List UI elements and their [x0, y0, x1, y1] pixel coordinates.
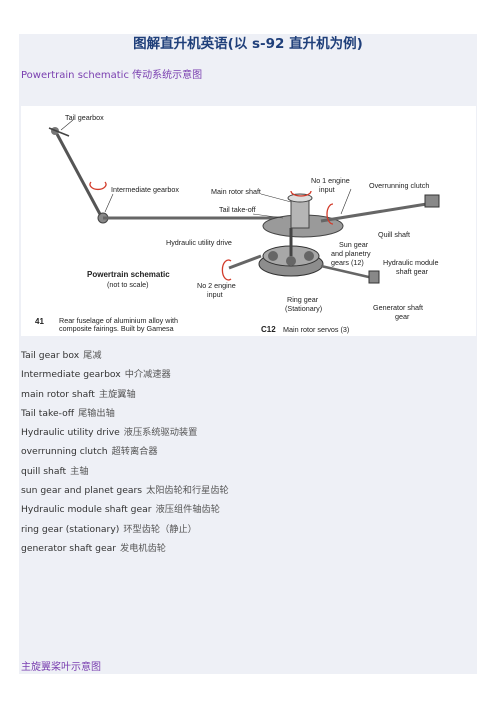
- label-sun-gear-line1: Sun gear: [339, 240, 369, 249]
- planet-gear-3: [304, 251, 314, 261]
- overrunning-clutch-block: [424, 194, 440, 208]
- generator-shaft-gear: [368, 270, 380, 284]
- label-generator-line1: Generator shaft: [373, 303, 423, 312]
- label-hydraulic-utility-drive: Hydraulic utility drive: [166, 238, 232, 247]
- glossary-row: ring gear (stationary)环型齿轮（静止）: [21, 523, 197, 535]
- label-ref-41: 41: [35, 317, 44, 326]
- label-ring-gear-line2: (Stationary): [285, 304, 323, 313]
- label-intermediate-gearbox: Intermediate gearbox: [111, 185, 179, 194]
- powertrain-diagram: Tail gearbox Intermediate gearbox Main r…: [21, 106, 476, 336]
- label-quill-shaft: Quill shaft: [378, 230, 410, 239]
- label-not-to-scale: (not to scale): [107, 280, 149, 289]
- label-rear-fuselage-line1: Rear fuselage of aluminium alloy with: [59, 316, 179, 325]
- label-no2-engine-line2: input: [207, 290, 223, 299]
- label-ring-gear-line1: Ring gear: [287, 295, 319, 304]
- leader-no1-engine: [340, 188, 352, 215]
- label-generator-line2: gear: [395, 312, 410, 321]
- section-heading-powertrain: Powertrain schematic 传动系统示意图: [21, 70, 203, 81]
- label-tail-takeoff: Tail take-off: [219, 205, 256, 214]
- label-ref-c12: C12: [261, 325, 276, 334]
- main-rotor-shaft-top: [287, 193, 313, 203]
- powertrain-drawing: [48, 119, 440, 284]
- label-tail-gearbox: Tail gearbox: [65, 113, 104, 122]
- label-sun-gear-line3: gears (12): [331, 258, 364, 267]
- rotation-arrow-2: [290, 190, 312, 197]
- leader-intermediate: [104, 193, 114, 213]
- label-overrunning-clutch: Overrunning clutch: [369, 181, 430, 190]
- no2-engine-input-shaft: [228, 254, 262, 270]
- label-hydraulic-module-line1: Hydraulic module: [383, 258, 439, 267]
- label-hydraulic-module-line2: shaft gear: [396, 267, 428, 276]
- tail-drive-shaft: [55, 133, 103, 217]
- no1-engine-input-shaft: [320, 200, 440, 223]
- planet-gear-1: [268, 251, 278, 261]
- rotation-arrow-1: [89, 181, 107, 191]
- label-main-rotor-shaft: Main rotor shaft: [211, 187, 261, 196]
- label-powertrain-schematic: Powertrain schematic: [87, 270, 170, 279]
- leader-tail-gearbox: [60, 119, 74, 131]
- section-heading-rotor: 主旋翼桨叶示意图: [21, 662, 101, 673]
- leader-main-rotor: [260, 193, 292, 203]
- label-no2-engine-line1: No 2 engine: [197, 281, 236, 290]
- label-main-rotor-servos: Main rotor servos (3): [283, 325, 350, 334]
- planet-gear-2: [286, 256, 296, 266]
- label-rear-fuselage-line2: composite fairings. Built by Gamesa: [59, 324, 174, 333]
- tail-rotor-stub: [48, 127, 70, 137]
- leader-tail-takeoff: [252, 213, 284, 219]
- label-no1-engine-line1: No 1 engine: [311, 176, 350, 185]
- generator-shaft: [320, 264, 374, 280]
- page-title: 图解直升机英语(以 s-92 直升机为例): [133, 36, 363, 52]
- label-no1-engine-line2: input: [319, 185, 335, 194]
- rotation-arrow-4: [221, 259, 232, 281]
- rotation-arrow-3: [326, 203, 334, 225]
- label-sun-gear-line2: and planetry: [331, 249, 371, 258]
